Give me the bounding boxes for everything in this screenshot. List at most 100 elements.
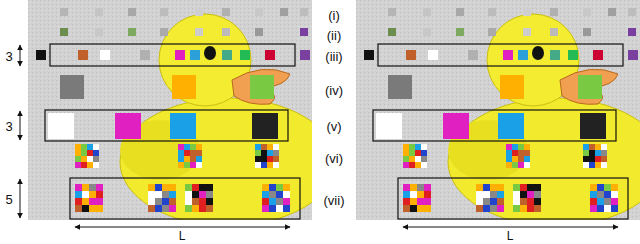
- color-square: [269, 205, 276, 212]
- color-square: [206, 191, 213, 198]
- color-square: [93, 150, 99, 156]
- color-square: [184, 156, 190, 162]
- color-square: [262, 198, 269, 205]
- color-square: [184, 162, 190, 168]
- color-square: [128, 8, 136, 16]
- color-square: [276, 198, 283, 205]
- row-label: (vi): [324, 152, 344, 165]
- color-square: [190, 50, 200, 60]
- color-square: [175, 50, 185, 60]
- color-square: [184, 144, 190, 150]
- color-square: [81, 162, 87, 168]
- color-square: [75, 198, 82, 205]
- color-square: [162, 184, 169, 191]
- color-square: [276, 191, 283, 198]
- color-square: [160, 28, 168, 36]
- dimension-label: 3: [4, 50, 13, 63]
- color-square: [192, 205, 199, 212]
- color-square: [96, 205, 103, 212]
- color-square: [155, 191, 162, 198]
- color-square: [185, 191, 192, 198]
- color-square: [60, 28, 68, 36]
- color-square: [155, 205, 162, 212]
- color-square: [199, 191, 206, 198]
- color-square: [261, 144, 267, 150]
- color-square: [82, 198, 89, 205]
- color-square: [170, 113, 196, 139]
- color-square: [178, 162, 184, 168]
- dimension-label: 5: [4, 193, 13, 206]
- color-square: [75, 162, 81, 168]
- row-label: (iii): [324, 50, 343, 63]
- color-square: [162, 205, 169, 212]
- color-square: [36, 50, 46, 60]
- color-square: [140, 50, 150, 60]
- color-square: [269, 184, 276, 191]
- row-label: (vii): [323, 194, 346, 207]
- color-square: [190, 150, 196, 156]
- color-square: [162, 198, 169, 205]
- color-square: [300, 50, 310, 60]
- color-square: [185, 198, 192, 205]
- color-square: [162, 191, 169, 198]
- color-square: [178, 150, 184, 156]
- color-square: [93, 162, 99, 168]
- color-square: [273, 144, 279, 150]
- color-square: [75, 156, 81, 162]
- color-square: [100, 50, 110, 60]
- color-square: [195, 8, 203, 16]
- color-square: [82, 184, 89, 191]
- color-square: [75, 150, 81, 156]
- color-square: [87, 144, 93, 150]
- color-square: [89, 184, 96, 191]
- color-square: [87, 156, 93, 162]
- row-label: (ii): [326, 29, 342, 42]
- dimension-arrows: [20, 45, 618, 227]
- color-square: [283, 198, 290, 205]
- color-square: [169, 184, 176, 191]
- color-square: [155, 198, 162, 205]
- color-square: [261, 150, 267, 156]
- color-square: [93, 144, 99, 150]
- color-square: [300, 8, 308, 16]
- color-square: [148, 191, 155, 198]
- color-square: [262, 184, 269, 191]
- color-square: [261, 162, 267, 168]
- color-square: [190, 156, 196, 162]
- color-square: [185, 184, 192, 191]
- color-square: [192, 198, 199, 205]
- color-square: [196, 150, 202, 156]
- color-square: [280, 8, 288, 16]
- color-square: [169, 191, 176, 198]
- color-square: [273, 162, 279, 168]
- dimension-label: 3: [4, 120, 13, 133]
- color-square: [273, 156, 279, 162]
- stimulus-panel: [28, 0, 312, 220]
- color-square: [255, 156, 261, 162]
- color-square: [148, 205, 155, 212]
- color-square: [222, 50, 232, 60]
- color-square: [172, 75, 196, 99]
- color-square: [283, 205, 290, 212]
- color-square: [196, 162, 202, 168]
- color-square: [300, 28, 308, 36]
- color-square: [199, 205, 206, 212]
- color-square: [75, 184, 82, 191]
- color-square: [255, 28, 263, 36]
- color-square: [87, 150, 93, 156]
- color-square: [148, 184, 155, 191]
- color-square: [184, 150, 190, 156]
- color-square: [199, 198, 206, 205]
- color-square: [269, 191, 276, 198]
- row-label: (i): [327, 9, 341, 22]
- color-square: [95, 28, 103, 36]
- color-square: [48, 113, 74, 139]
- color-square: [190, 162, 196, 168]
- color-square: [267, 144, 273, 150]
- color-square: [82, 205, 89, 212]
- color-square: [267, 150, 273, 156]
- color-square: [148, 198, 155, 205]
- color-square: [206, 198, 213, 205]
- color-square: [81, 144, 87, 150]
